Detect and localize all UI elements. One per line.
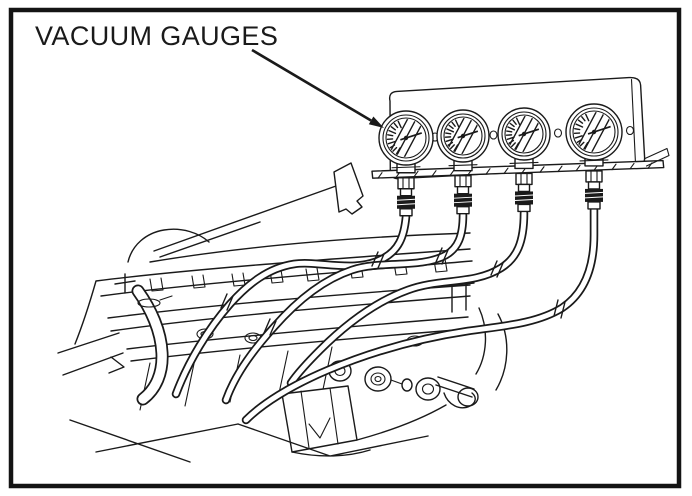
knurled-connector bbox=[454, 193, 472, 207]
needle-hub bbox=[403, 135, 409, 141]
vacuum-gauge-2 bbox=[436, 109, 490, 172]
gauge-bezel-inner bbox=[501, 111, 547, 157]
gauge-bezel-inner bbox=[440, 113, 486, 159]
dipstick-line bbox=[153, 185, 337, 258]
hex-nut-facets bbox=[520, 172, 528, 186]
knurl-texture bbox=[453, 196, 473, 204]
knurl-texture bbox=[584, 191, 604, 199]
gauge-fitting-2 bbox=[453, 174, 473, 215]
gauge-hose-3 bbox=[286, 208, 529, 388]
gauge-hose-1-core bbox=[173, 214, 409, 397]
bracket-shelf-flange bbox=[644, 147, 670, 167]
dial-ticks bbox=[573, 113, 590, 150]
gauge-fitting-1 bbox=[396, 177, 416, 217]
knurled-connector bbox=[585, 188, 603, 202]
vacuum-gauge-1 bbox=[378, 110, 434, 174]
bottom-silhouette bbox=[69, 404, 447, 463]
fitting-tail bbox=[456, 205, 470, 215]
hose-clamp-screw bbox=[159, 295, 173, 301]
gauge-fitting-3 bbox=[514, 172, 534, 213]
hex-nut-facets bbox=[402, 177, 410, 190]
fitting-neck bbox=[517, 183, 531, 193]
knurl-texture bbox=[514, 194, 534, 201]
manifold-rails bbox=[107, 284, 471, 362]
gauge-dial bbox=[443, 116, 483, 156]
cross-bolt bbox=[114, 273, 136, 294]
vacuum-gauge-3 bbox=[497, 107, 551, 170]
mounting-box-outline bbox=[281, 385, 358, 453]
panel-screw-hole bbox=[489, 130, 498, 140]
mounting-box-ribs bbox=[300, 387, 339, 449]
hex-nut bbox=[515, 172, 533, 186]
gauge-hose-1 bbox=[171, 212, 411, 399]
gauge-bezel-inner bbox=[382, 114, 430, 162]
callout: VACUUM GAUGES bbox=[35, 21, 384, 128]
gauge-dial bbox=[504, 114, 544, 154]
mounting-box bbox=[281, 385, 358, 453]
fitting-neck bbox=[587, 181, 601, 190]
spark-plug-tabs bbox=[149, 258, 448, 292]
hex-nut-facets bbox=[590, 170, 598, 183]
valve-cover-outline bbox=[74, 228, 473, 345]
fitting-tail bbox=[517, 203, 531, 213]
callout-arrow-line bbox=[251, 48, 372, 122]
figure-border bbox=[8, 7, 682, 489]
gauge-dial bbox=[572, 110, 616, 154]
hex-nut bbox=[585, 170, 603, 183]
gauge-hose-4 bbox=[241, 205, 599, 425]
gauge-bezel-inner bbox=[569, 107, 619, 157]
figure-label: VACUUM GAUGES bbox=[35, 21, 278, 51]
gauge-fitting-4 bbox=[584, 170, 604, 210]
gauge-fittings bbox=[396, 170, 604, 217]
front-corner-lines bbox=[57, 332, 125, 376]
gauge-hose-3-casing bbox=[286, 208, 529, 388]
gauge-dial bbox=[385, 117, 427, 159]
gauge-base bbox=[509, 161, 539, 165]
engine-coolant-hose bbox=[131, 284, 173, 406]
gauge-hose-4-core bbox=[243, 207, 597, 423]
vacuum-gauge-set bbox=[378, 103, 623, 174]
pennant-flag bbox=[333, 162, 364, 215]
hose-clamp-bands bbox=[220, 247, 566, 336]
knurl-texture bbox=[396, 198, 416, 206]
hex-nut-facets bbox=[459, 175, 467, 188]
knurled-connector bbox=[515, 191, 533, 205]
fitting-neck bbox=[399, 188, 413, 197]
needle-hub bbox=[521, 131, 527, 137]
callout-arrowhead bbox=[368, 116, 384, 128]
panel-screw-hole bbox=[553, 128, 563, 138]
hose-clamp bbox=[137, 298, 161, 308]
fitting-tail bbox=[399, 208, 413, 217]
needle-hub bbox=[460, 133, 466, 139]
bracket-fold-line bbox=[630, 78, 637, 165]
valve-cover bbox=[57, 162, 473, 376]
gauge-hose-2-core bbox=[223, 212, 466, 403]
fitting-neck bbox=[456, 185, 470, 195]
gauge-hose-2 bbox=[221, 210, 468, 405]
vacuum-gauge-4 bbox=[565, 103, 623, 167]
needle-hub bbox=[591, 129, 597, 135]
gauge-hoses bbox=[171, 205, 599, 425]
panel-screw-hole bbox=[625, 125, 635, 136]
gauge-base bbox=[391, 166, 421, 169]
fitting-tail bbox=[587, 201, 601, 210]
shelf-hatch bbox=[377, 162, 653, 179]
gauge-base bbox=[448, 164, 478, 167]
knurled-connector bbox=[397, 195, 415, 209]
gauge-hose-3-core bbox=[288, 210, 527, 386]
gauge-needle bbox=[587, 125, 611, 135]
hex-nut bbox=[397, 177, 415, 190]
hex-nut bbox=[454, 174, 472, 188]
